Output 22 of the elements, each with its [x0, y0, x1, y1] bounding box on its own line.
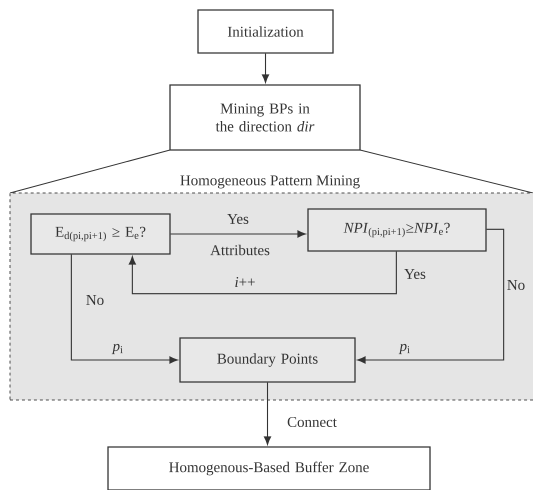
process-box: Initialization [197, 9, 334, 54]
arrow [70, 254, 178, 364]
process-box: NPI$_{(pi,pi+1)}$≥NPI$_{e}$? [307, 208, 487, 252]
branch-label: Attributes [210, 244, 270, 256]
arrow [262, 54, 270, 83]
process-box: Mining BPs in the direction dir [169, 84, 361, 151]
branch-label: No [86, 295, 104, 305]
branch-label: No [507, 280, 525, 290]
process-box: E$_{d(pi,pi+1)}$ ≥ E$_{e}$? [30, 213, 171, 255]
edge-label: i++ [234, 276, 256, 288]
edge-label: Connect [286, 416, 338, 428]
arrow [170, 230, 306, 238]
arrow [128, 252, 397, 294]
process-box: Homogenous-Based Buffer Zone [107, 446, 431, 490]
node-label: Homogeneous Pattern Mining [180, 175, 360, 188]
arrow [264, 382, 272, 445]
branch-label: Yes [404, 269, 426, 279]
edge-label: p$_{i}$ [398, 342, 412, 356]
edge-label: Yes [226, 213, 250, 225]
arrow [357, 228, 504, 364]
process-box: Boundary Points [179, 337, 356, 383]
edge-label: p$_{i}$ [112, 342, 124, 356]
